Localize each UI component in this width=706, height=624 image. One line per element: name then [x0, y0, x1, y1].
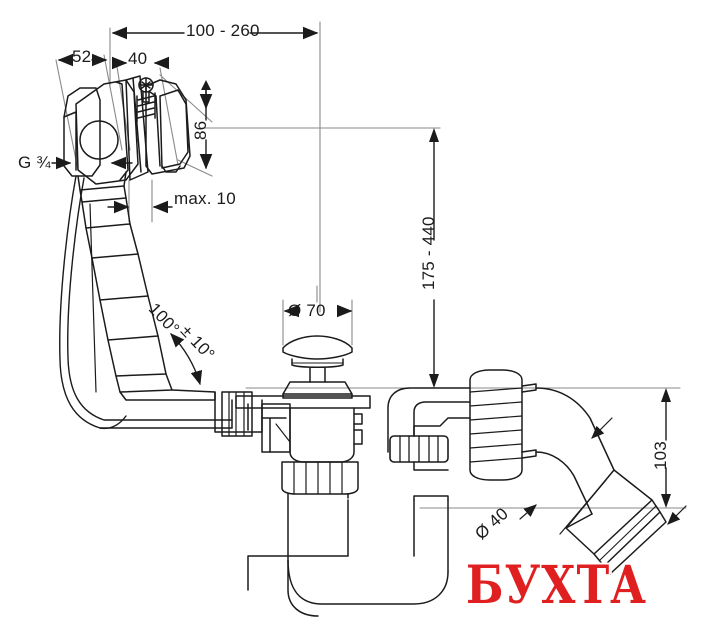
- dimension-label-height-range: 175 - 440: [419, 216, 438, 290]
- waste-plug-geometry: [282, 335, 353, 399]
- dimension-label-offset-52: 52: [72, 47, 92, 66]
- overflow-valve-body-geometry: [63, 75, 191, 185]
- waste-body-geometry: [214, 391, 371, 495]
- trap-siphon-geometry: [247, 417, 471, 617]
- bowden-cable-geometry: [59, 175, 233, 430]
- dimension-label-thread-g34: G ¾: [18, 153, 51, 172]
- dimension-label-height-103: 103: [651, 441, 670, 470]
- dimension-label-max-10: max. 10: [174, 189, 236, 208]
- dimension-label-dia-70: Ø 70: [288, 301, 326, 320]
- dimension-label-offset-40: 40: [128, 49, 148, 68]
- watermark-buhta: БУХТА: [465, 555, 648, 618]
- dimension-label-height-86: 86: [191, 120, 210, 140]
- dimension-label-width-range: 100 - 260: [186, 21, 260, 40]
- dimension-lines: [51, 26, 687, 525]
- outlet-pipe-geometry: [387, 369, 667, 575]
